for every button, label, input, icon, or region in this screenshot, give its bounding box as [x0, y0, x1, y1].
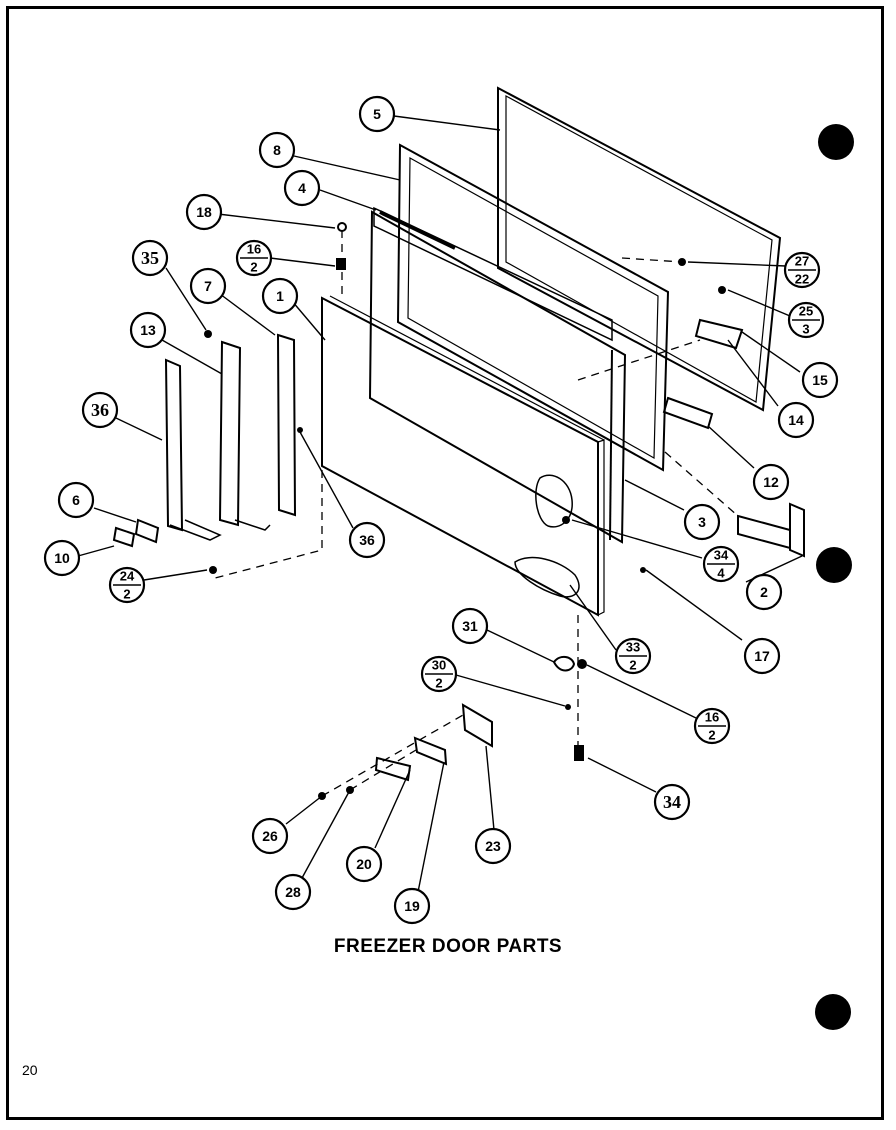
part-hinge-bracket — [461, 703, 493, 748]
callout-34-num: 34 — [714, 548, 729, 563]
callout-2: 2 — [760, 584, 768, 600]
binder-hole-bottom — [815, 994, 851, 1030]
part-channel — [662, 396, 714, 430]
callout-36: 36 — [359, 532, 375, 548]
callout-23: 23 — [485, 838, 501, 854]
callout-28: 28 — [285, 884, 301, 900]
callout-26: 26 — [262, 828, 278, 844]
callout-17: 17 — [754, 648, 770, 664]
callout-10: 10 — [54, 550, 70, 566]
callout-16-top-num: 16 — [247, 242, 261, 257]
part-insulation — [368, 210, 627, 544]
part-31 — [552, 656, 576, 672]
callout-16-bottom-num: 16 — [705, 710, 719, 725]
part-hinge-pin — [413, 736, 448, 766]
callout-33-num: 33 — [626, 640, 640, 655]
part-liner — [396, 143, 670, 472]
callout-31: 31 — [462, 618, 478, 634]
callout-30-qty: 2 — [435, 676, 442, 691]
part-hinge-plate — [694, 318, 744, 350]
callout-7: 7 — [204, 278, 212, 294]
part-handle-strip — [276, 333, 297, 517]
callout-27-num: 27 — [795, 254, 809, 269]
callout-15: 15 — [812, 372, 828, 388]
callout-34: 34 — [663, 792, 681, 812]
callout-30-num: 30 — [432, 658, 446, 673]
diagram-title: FREEZER DOOR PARTS — [333, 936, 563, 957]
callout-24-num: 24 — [120, 569, 135, 584]
part-10 — [112, 526, 136, 548]
callout-3: 3 — [698, 514, 706, 530]
part-18-plug — [337, 222, 347, 232]
callout-1: 1 — [276, 288, 284, 304]
part-16-bushing — [336, 258, 346, 270]
callout-34-qty: 4 — [717, 566, 725, 581]
callout-16-bottom-qty: 2 — [708, 728, 715, 743]
callout-13: 13 — [140, 322, 156, 338]
part-hinge-arm — [374, 756, 412, 782]
callout-27-qty: 22 — [795, 272, 809, 287]
callout-25-num: 25 — [799, 304, 813, 319]
part-bracket — [737, 514, 791, 550]
part-trim-strip — [164, 358, 184, 532]
callout-19: 19 — [404, 898, 420, 914]
page-border — [6, 6, 884, 1120]
part-outer-door — [321, 296, 599, 617]
page-number: 20 — [22, 1062, 38, 1078]
part-6 — [134, 518, 160, 544]
part-gasket — [497, 86, 782, 412]
callout-8: 8 — [273, 142, 281, 158]
callout-6: 6 — [72, 492, 80, 508]
part-34-bushing — [574, 745, 584, 761]
callout-35: 35 — [141, 248, 159, 268]
callout-4: 4 — [298, 180, 306, 196]
callout-24-qty: 2 — [123, 587, 130, 602]
callout-20: 20 — [356, 856, 372, 872]
part-breaker — [373, 206, 613, 342]
callout-14: 14 — [788, 412, 804, 428]
binder-hole-middle — [816, 547, 852, 583]
callout-12: 12 — [763, 474, 779, 490]
callout-33-qty: 2 — [629, 658, 636, 673]
callout-25-qty: 3 — [802, 322, 809, 337]
callout-16-top-qty: 2 — [250, 260, 257, 275]
callout-5: 5 — [373, 106, 381, 122]
binder-hole-top — [818, 124, 854, 160]
callout-18: 18 — [196, 204, 212, 220]
callout-36-left: 36 — [91, 400, 109, 420]
part-hinge-strip — [218, 340, 242, 527]
